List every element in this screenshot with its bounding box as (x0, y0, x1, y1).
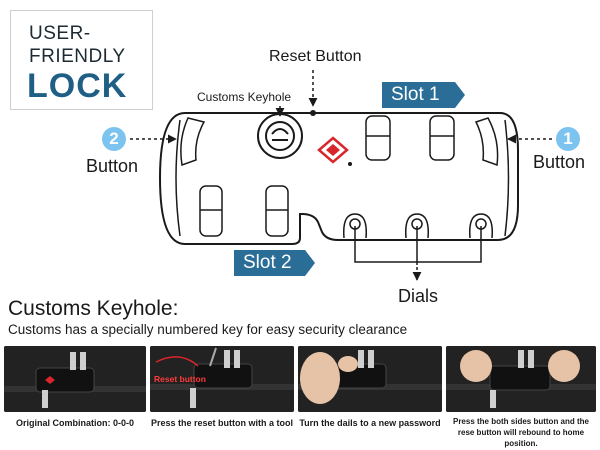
lock-body-outline (158, 112, 519, 245)
dials-bracket (354, 226, 482, 263)
slot1-tag-shape (382, 82, 465, 108)
slot2-label: Slot 2 (243, 252, 292, 273)
customs-keyhole-icon (257, 113, 303, 159)
caption-3: Turn the dails to a new password (299, 418, 441, 428)
right-button-label: Button (533, 152, 586, 172)
left-button-badge: 2 (102, 127, 126, 151)
lock-diagram (130, 70, 552, 281)
slot1-left (365, 115, 391, 161)
caption-2: Press the reset button with a tool (150, 418, 294, 428)
slot2-right (265, 185, 289, 237)
title-line-1: USER- (29, 23, 91, 44)
title-box: USER- FRIENDLY LOCK (10, 10, 153, 110)
caption-4: Press the both sides button and the rese… (452, 417, 589, 448)
customs-keyhole-description: Customs has a specially numbered key for… (8, 322, 408, 337)
reset-button-inline-label: Reset button (154, 374, 206, 384)
right-side-button (474, 117, 499, 167)
reset-button-dot (310, 110, 316, 116)
lock-inner-line-right (504, 119, 510, 237)
slot1-label: Slot 1 (391, 84, 440, 105)
reset-button-label: Reset Button (269, 48, 362, 65)
tsa-diamond-icon (317, 136, 349, 164)
slot2-tag-shape (234, 250, 315, 276)
title-lock: LOCK (27, 67, 128, 105)
left-side-button (180, 117, 206, 167)
caption-1: Original Combination: 0-0-0 (15, 418, 134, 428)
dials-label: Dials (398, 286, 439, 306)
slot2-left (199, 185, 223, 237)
left-button-label: Button (86, 156, 139, 176)
photo-reset-button (150, 346, 294, 412)
customs-keyhole-heading: Customs Keyhole: (8, 297, 179, 320)
title-line-2: FRIENDLY (29, 46, 126, 67)
lock-inner-line (175, 119, 181, 237)
photo-turn-dials (298, 346, 442, 412)
photo-press-side-buttons (446, 346, 596, 412)
photo-original-combination (4, 346, 146, 412)
right-button-badge: 1 (556, 127, 580, 151)
slot1-right (429, 115, 455, 161)
customs-keyhole-label: Customs Keyhole (197, 90, 292, 104)
